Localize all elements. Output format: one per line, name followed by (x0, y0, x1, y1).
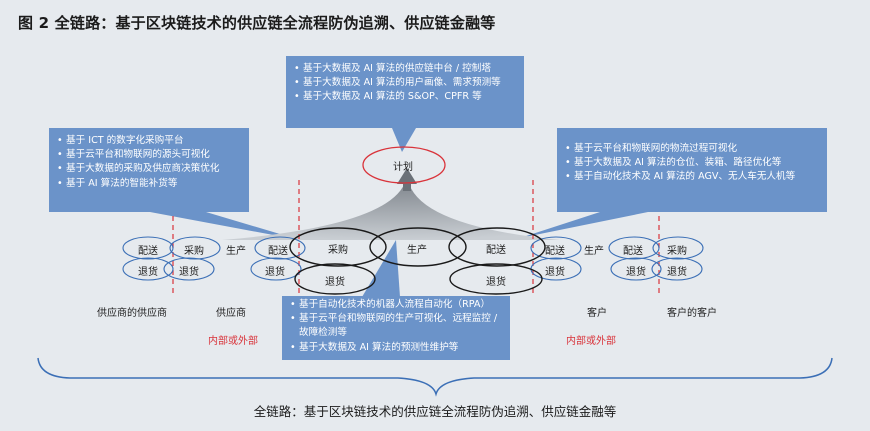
node-label-purchase: 采购 (667, 246, 687, 257)
core-label-return-right: 退货 (486, 277, 506, 288)
node-label-return: 退货 (667, 267, 687, 278)
node-label-deliver: 配送 (545, 246, 565, 257)
node-label-deliver: 配送 (623, 246, 643, 257)
callout-left-item: 基于大数据的采购及供应商决策优化 (57, 162, 241, 176)
node-ellipse-l3 (122, 257, 174, 281)
callout-left-item: 基于 AI 算法的智能补货等 (57, 177, 241, 191)
party-label-customer: 客户 (587, 308, 607, 319)
node-ellipse-r4 (610, 257, 662, 281)
callout-right-item: 基于大数据及 AI 算法的仓位、装箱、路径优化等 (565, 156, 819, 170)
node-ellipse-l6 (250, 257, 302, 281)
core-ellipse-produce (369, 227, 467, 267)
core-ellipse-return-right (449, 263, 543, 295)
node-label-deliver: 配送 (138, 246, 158, 257)
node-ellipse-r3 (608, 236, 660, 260)
callout-bottom-item: 基于大数据及 AI 算法的预测性维护等 (290, 341, 502, 355)
figure-title: 图 2 全链路：基于区块链技术的供应链全流程防伪追溯、供应链金融等 (18, 14, 496, 32)
node-ellipse-l2 (169, 236, 221, 260)
node-label-return: 退货 (265, 267, 285, 278)
plan-ellipse (362, 146, 446, 184)
plan-arrow-stem (403, 183, 411, 191)
node-label-return: 退货 (545, 267, 565, 278)
callout-top: 基于大数据及 AI 算法的供应链中台 / 控制塔 基于大数据及 AI 算法的用户… (286, 56, 524, 128)
node-label-return: 退货 (138, 267, 158, 278)
bottom-label: 全链路：基于区块链技术的供应链全流程防伪追溯、供应链金融等 (253, 404, 617, 419)
callout-bottom-item: 基于自动化技术的机器人流程自动化（RPA） (290, 298, 502, 312)
party-label-supplier: 供应商 (216, 308, 246, 319)
node-ellipse-l4 (163, 257, 215, 281)
node-label-return: 退货 (626, 267, 646, 278)
node-label-purchase: 采购 (184, 246, 204, 257)
node-label-deliver: 配送 (268, 246, 288, 257)
node-ellipse-r6 (651, 257, 703, 281)
node-label-produce: 生产 (584, 246, 604, 257)
core-ellipse-purchase (289, 227, 387, 267)
core-ellipse-return-left (294, 263, 376, 295)
callout-left: 基于 ICT 的数字化采购平台 基于云平台和物联网的源头可视化 基于大数据的采购… (49, 128, 249, 212)
internal-external-label-right: 内部或外部 (566, 336, 616, 347)
callout-left-pointer (150, 212, 300, 240)
node-ellipse-r1 (530, 236, 582, 260)
node-ellipse-l5 (254, 236, 306, 260)
core-label-produce: 生产 (407, 245, 427, 256)
node-ellipse-l1 (122, 236, 174, 260)
core-label-return-left: 退货 (325, 277, 345, 288)
plan-arrow (397, 168, 417, 184)
callout-top-pointer (392, 128, 416, 152)
callout-bottom-pointer (362, 240, 400, 297)
callout-top-item: 基于大数据及 AI 算法的 S&OP、CPFR 等 (294, 90, 516, 104)
core-ellipse-deliver (448, 227, 546, 267)
callout-left-item: 基于 ICT 的数字化采购平台 (57, 134, 241, 148)
node-label-produce: 生产 (226, 246, 246, 257)
callout-right-pointer (520, 212, 648, 238)
node-ellipse-r5 (652, 236, 704, 260)
party-label-supplier-supplier: 供应商的供应商 (97, 308, 167, 319)
core-label-deliver: 配送 (486, 245, 506, 256)
party-label-customer-customer: 客户的客户 (667, 308, 717, 319)
plan-fan (222, 180, 560, 240)
callout-right-item: 基于自动化技术及 AI 算法的 AGV、无人车无人机等 (565, 170, 819, 184)
callout-bottom: 基于自动化技术的机器人流程自动化（RPA） 基于云平台和物联网的生产可视化、远程… (282, 296, 510, 360)
bottom-brace (37, 357, 833, 397)
core-label-purchase: 采购 (328, 245, 348, 256)
callout-right: 基于云平台和物联网的物流过程可视化 基于大数据及 AI 算法的仓位、装箱、路径优… (557, 128, 827, 212)
internal-external-label-left: 内部或外部 (208, 336, 258, 347)
node-label-return: 退货 (179, 267, 199, 278)
callout-bottom-item: 基于云平台和物联网的生产可视化、远程监控 / 故障检测等 (290, 312, 502, 340)
callout-right-item: 基于云平台和物联网的物流过程可视化 (565, 142, 819, 156)
callout-left-item: 基于云平台和物联网的源头可视化 (57, 148, 241, 162)
plan-label: 计划 (393, 162, 413, 173)
callout-top-item: 基于大数据及 AI 算法的用户画像、需求预测等 (294, 76, 516, 90)
callout-top-item: 基于大数据及 AI 算法的供应链中台 / 控制塔 (294, 62, 516, 76)
